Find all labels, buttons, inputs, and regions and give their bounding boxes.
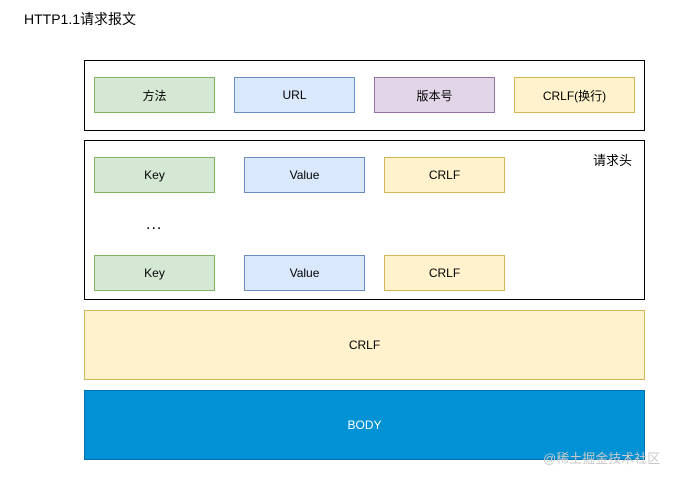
header-value-box-1: Value bbox=[244, 157, 365, 193]
watermark: @稀土掘金技术社区 bbox=[543, 451, 661, 466]
body-box: BODY bbox=[84, 390, 645, 460]
headers-label: 请求头 bbox=[593, 153, 633, 168]
header-key-box-1: Key bbox=[94, 157, 215, 193]
headers-ellipsis: ... bbox=[146, 216, 163, 233]
header-crlf-box-1: CRLF bbox=[384, 157, 505, 193]
version-box: 版本号 bbox=[374, 77, 495, 113]
header-crlf-box-2: CRLF bbox=[384, 255, 505, 291]
method-box: 方法 bbox=[94, 77, 215, 113]
blank-line-crlf-box: CRLF bbox=[84, 310, 645, 380]
request-line-crlf-box: CRLF(换行) bbox=[514, 77, 635, 113]
header-value-box-2: Value bbox=[244, 255, 365, 291]
diagram-title: HTTP1.1请求报文 bbox=[24, 11, 137, 27]
header-key-box-2: Key bbox=[94, 255, 215, 291]
url-box: URL bbox=[234, 77, 355, 113]
